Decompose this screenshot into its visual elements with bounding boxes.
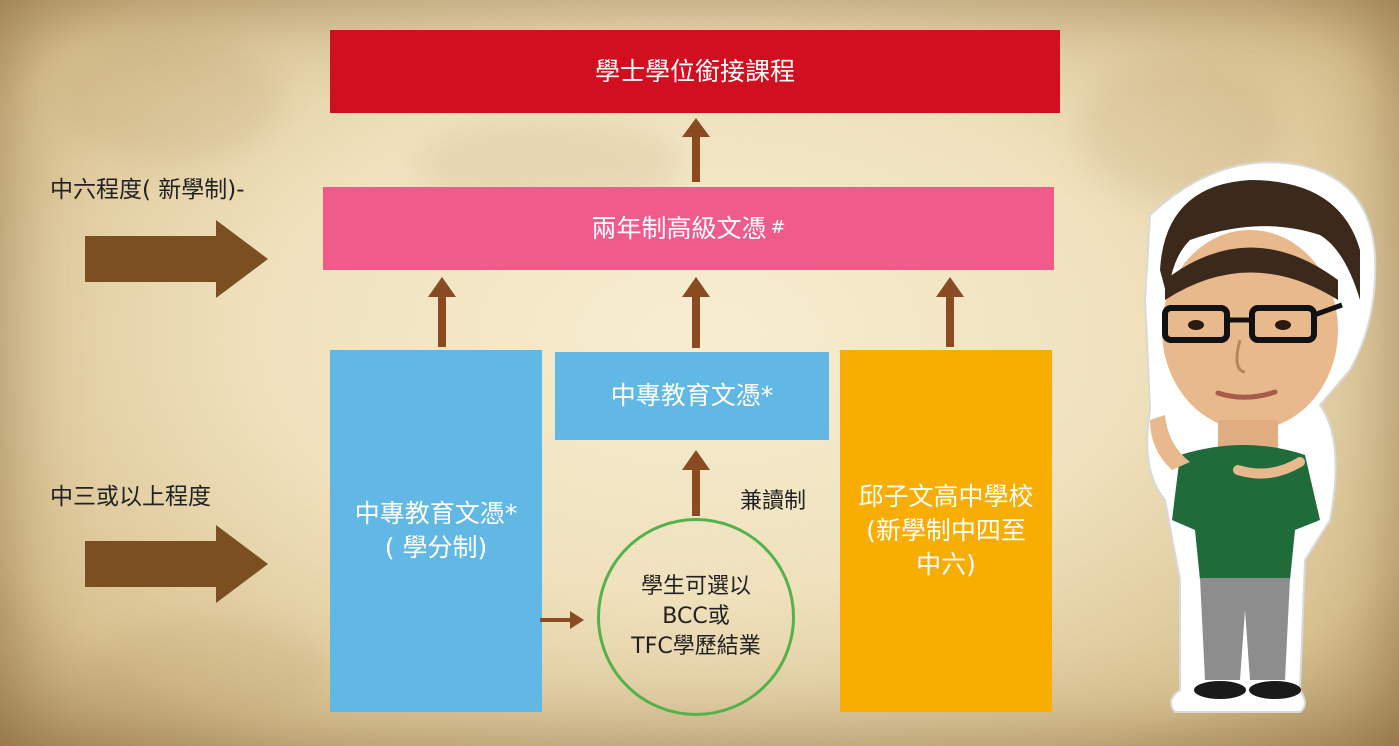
graduation-option-line3: TFC學歷結業 — [631, 633, 761, 659]
diploma-part-time-label: 中專教育文憑* — [610, 381, 774, 411]
entry-level-lower: 中三或以上程度 — [50, 484, 211, 510]
graduation-option-circle: 學生可選以 BCC或 TFC學歷結業 — [597, 518, 795, 716]
paper-stain — [60, 40, 280, 160]
graduation-option-line2: BCC或 — [662, 604, 730, 630]
diploma-credit-label: 中專教育文憑* — [354, 499, 518, 529]
arrow-up-icon — [682, 277, 710, 348]
arrow-right-icon — [540, 611, 584, 629]
high-school-box: 邱子文高中學校 (新學制中四至 中六) — [840, 350, 1052, 712]
diploma-credit-box: 中專教育文憑* ( 學分制) — [330, 350, 542, 712]
higher-diploma-box: 兩年制高級文憑# — [323, 187, 1054, 270]
entry-arrow-lower-icon — [85, 525, 268, 603]
higher-diploma-label: 兩年制高級文憑 — [591, 213, 767, 243]
arrow-up-icon — [682, 118, 710, 182]
diploma-credit-sublabel: ( 學分制) — [384, 533, 488, 562]
paper-stain — [90, 620, 330, 720]
arrow-up-icon — [682, 450, 710, 516]
diploma-part-time-box: 中專教育文憑* — [555, 352, 829, 440]
high-school-line2: (新學制中四至 — [866, 516, 1026, 546]
bachelor-top-up-label: 學士學位銜接課程 — [594, 56, 795, 86]
student-illustration — [1143, 161, 1377, 713]
higher-diploma-mark: # — [770, 217, 786, 239]
arrow-up-icon — [428, 277, 456, 347]
entry-level-upper: 中六程度( 新學制)- — [50, 177, 245, 203]
high-school-line3: 中六) — [916, 549, 976, 579]
part-time-label: 兼讀制 — [740, 489, 807, 514]
bachelor-top-up-box: 學士學位銜接課程 — [330, 30, 1060, 113]
graduation-option-line1: 學生可選以 — [640, 574, 751, 600]
high-school-line1: 邱子文高中學校 — [858, 482, 1034, 512]
arrow-up-icon — [936, 277, 964, 347]
entry-arrow-upper-icon — [85, 220, 268, 298]
